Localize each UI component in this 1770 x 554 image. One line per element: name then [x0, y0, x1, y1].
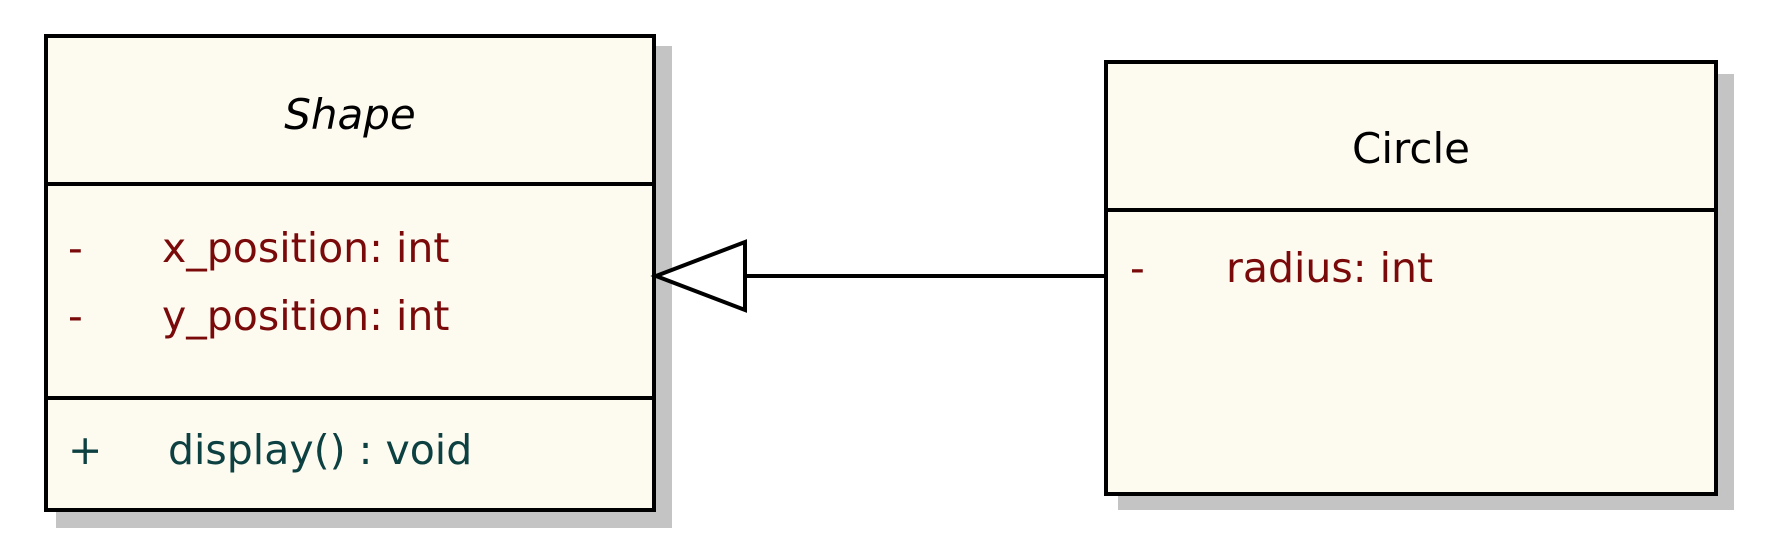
attribute-text: x_position: int	[162, 224, 450, 272]
operation-visibility: +	[68, 426, 103, 474]
shape-class[interactable]: Shape - x_position: int - y_position: in…	[44, 34, 656, 512]
shape-name-divider	[48, 182, 652, 186]
shape-name-compartment: Shape	[48, 38, 652, 182]
shape-attributes-compartment: - x_position: int - y_position: int	[48, 186, 652, 396]
circle-attributes-compartment: - radius: int	[1108, 212, 1714, 492]
circle-name-compartment: Circle	[1108, 64, 1714, 208]
generalization-arrowhead-icon	[650, 239, 747, 313]
operation-text: display() : void	[168, 426, 473, 474]
shape-class-name: Shape	[284, 90, 416, 139]
attribute-text: radius: int	[1226, 244, 1434, 292]
attribute-visibility: -	[68, 224, 83, 272]
circle-class-name: Circle	[1352, 124, 1470, 173]
circle-name-divider	[1108, 208, 1714, 212]
shape-operations-compartment: + display() : void	[48, 400, 652, 510]
circle-class[interactable]: Circle - radius: int	[1104, 60, 1718, 496]
attribute-text: y_position: int	[162, 292, 450, 340]
shape-attributes-divider	[48, 396, 652, 400]
attribute-visibility: -	[1130, 244, 1145, 292]
attribute-visibility: -	[68, 292, 83, 340]
